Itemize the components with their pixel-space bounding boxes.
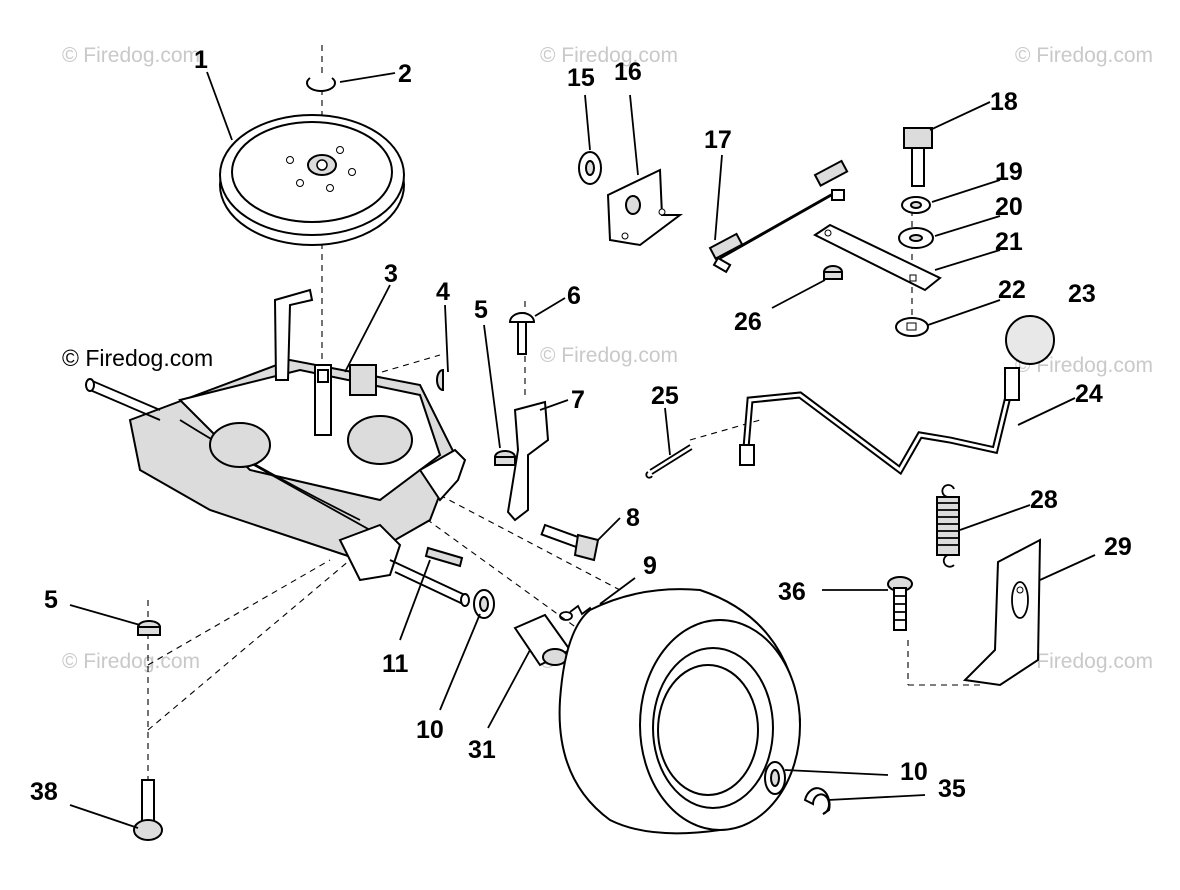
watermark-main: © Firedog.com [62, 345, 213, 371]
watermark: © Firedog.com [62, 44, 200, 67]
washer-hole [909, 234, 923, 242]
callout-25: 25 [651, 382, 679, 410]
callout-38: 38 [30, 778, 58, 806]
washer-hole [479, 596, 489, 612]
clip-part [306, 77, 336, 92]
callout-36: 36 [778, 578, 806, 606]
bolt-part [133, 779, 163, 841]
nut-part [823, 265, 843, 280]
watermark: © Firedog.com [540, 44, 678, 67]
callout-10: 10 [416, 716, 444, 744]
callout-5: 5 [44, 586, 58, 614]
callout-16: 16 [614, 58, 642, 86]
callout-5: 5 [474, 296, 488, 324]
callout-17: 17 [704, 126, 732, 154]
transaxle-part [85, 288, 470, 607]
bolt-part [540, 523, 600, 562]
key-bar-part [424, 546, 464, 568]
callout-23: 23 [1068, 280, 1096, 308]
washer-hole [906, 322, 917, 331]
bracket-part [506, 400, 550, 522]
spacer-part [513, 613, 572, 667]
screw-part [887, 576, 913, 631]
nut-part [137, 620, 161, 636]
callout-8: 8 [626, 504, 640, 532]
bracket-part [962, 538, 1042, 687]
callout-18: 18 [990, 88, 1018, 116]
callout-28: 28 [1030, 486, 1058, 514]
watermark: © Firedog.com [540, 344, 678, 367]
rod-part [708, 159, 849, 274]
watermark: © Firedog.com [1015, 44, 1153, 67]
callout-15: 15 [567, 64, 595, 92]
bracket-part [606, 168, 683, 247]
watermarks: © Firedog.com © Firedog.com © Firedog.co… [62, 44, 1153, 673]
watermark: © Firedog.com [1015, 354, 1153, 377]
callout-9: 9 [643, 552, 657, 580]
callout-2: 2 [398, 60, 412, 88]
spring-part [936, 484, 960, 568]
nut-part [494, 450, 516, 466]
washer-hole [910, 201, 922, 209]
callout-29: 29 [1104, 533, 1132, 561]
pulley-part [219, 114, 405, 246]
callout-31: 31 [468, 736, 496, 764]
clip-part [803, 787, 831, 815]
key-part [436, 368, 444, 392]
callout-1: 1 [194, 46, 208, 74]
callout-6: 6 [567, 282, 581, 310]
callout-35: 35 [938, 775, 966, 803]
washer-hole [585, 160, 595, 176]
callout-24: 24 [1075, 380, 1103, 408]
callout-4: 4 [436, 278, 450, 306]
callout-7: 7 [571, 386, 585, 414]
knob-part [1005, 315, 1055, 365]
callout-26: 26 [734, 308, 762, 336]
leader-lines [69, 71, 1096, 829]
watermark: © Firedog.com [62, 650, 200, 673]
callout-10: 10 [900, 758, 928, 786]
callout-20: 20 [995, 193, 1023, 221]
carriage-bolt-part [508, 312, 536, 355]
cotter-pin-part [645, 444, 693, 479]
lever-rod-part [739, 367, 1020, 476]
callouts: 1 2 3 4 5 6 7 8 9 5 11 10 31 38 15 16 17… [30, 46, 1132, 806]
callout-19: 19 [995, 158, 1023, 186]
bolt-part [903, 127, 933, 187]
callout-21: 21 [995, 228, 1023, 256]
link-plate-part [813, 223, 942, 292]
washer-hole [770, 769, 780, 787]
watermark: © Firedog.com [1015, 650, 1153, 673]
callout-11: 11 [382, 650, 409, 678]
callout-3: 3 [384, 260, 398, 288]
wheel-part [558, 588, 802, 835]
callout-22: 22 [998, 276, 1026, 304]
